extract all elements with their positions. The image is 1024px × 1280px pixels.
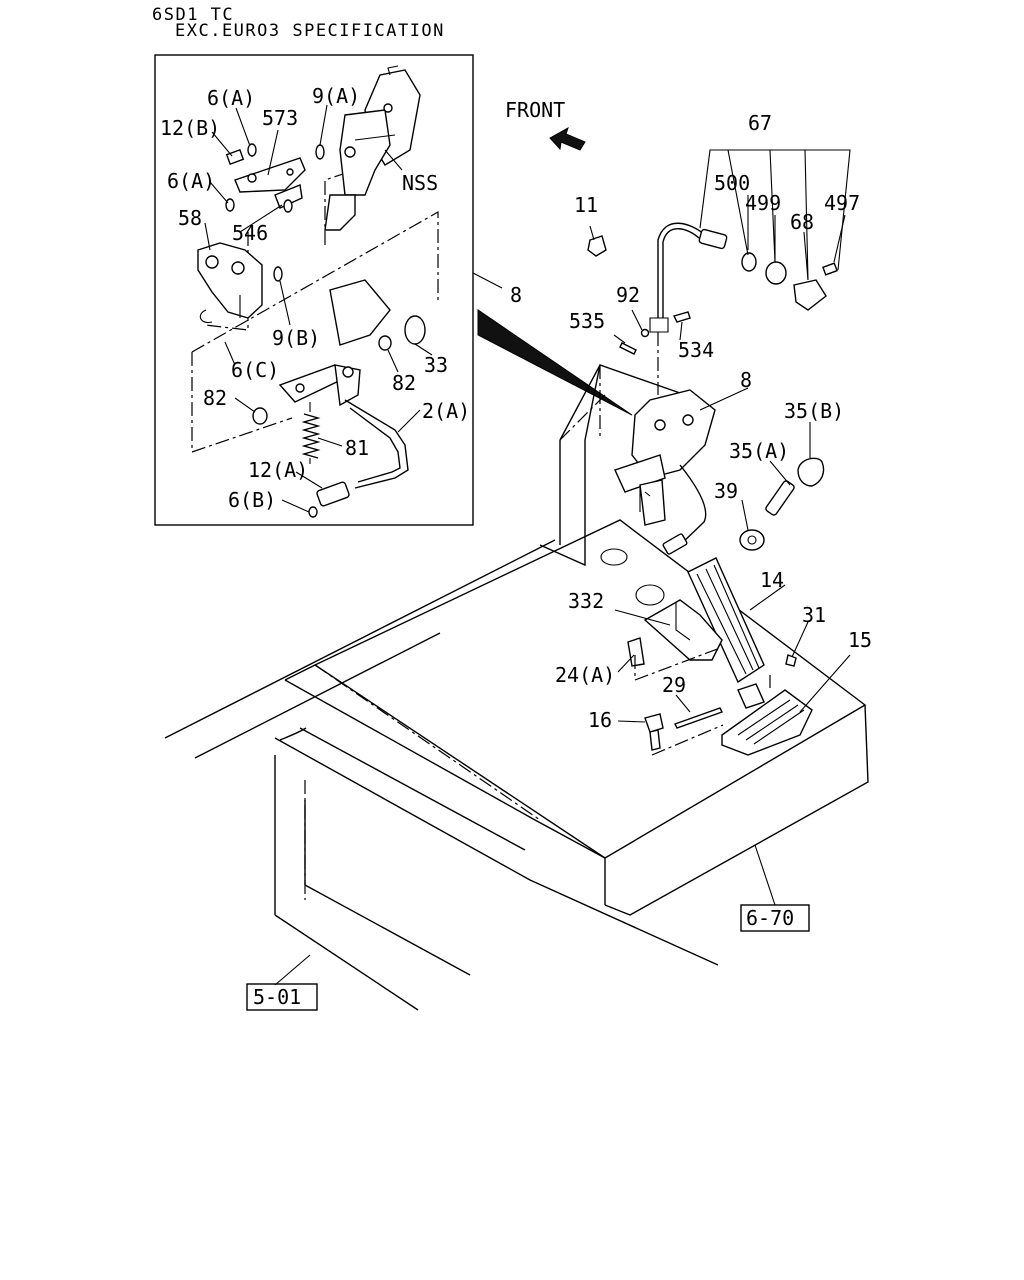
inset-frame [154,54,474,526]
grommet-11 [587,235,607,257]
label-29: 29 [662,673,686,697]
label-6b: 6(B) [228,488,276,512]
pedal-arm-2a [278,279,409,489]
leader-8-inset [472,272,503,289]
front-label: FRONT [505,98,565,122]
label-31: 31 [802,603,826,627]
label-535: 535 [569,309,605,333]
label-6a-top: 6(A) [207,86,255,110]
clip-31 [785,654,797,667]
pedal-base-15 [721,683,813,756]
front-arrow-icon [549,126,586,151]
clip-573 [234,157,306,209]
cab-floor-body [164,364,869,1011]
ref-5-01-label: 5-01 [253,985,301,1009]
label-9b: 9(B) [272,326,320,350]
cap-35b [797,457,825,487]
clip-6a-lower [225,198,235,212]
ref-6-70-label: 6-70 [746,906,794,930]
inset-detail: 6(A) 9(A) 12(B) 573 6(A) NSS 58 546 9(B)… [154,54,474,526]
label-12b: 12(B) [160,116,220,140]
header-model: 6SD1 TC [152,5,235,25]
reference-6-70[interactable]: 6-70 [740,904,810,932]
label-82-left: 82 [203,386,227,410]
label-68: 68 [790,210,814,234]
pedal-bracket-8 [614,389,716,555]
label-35a: 35(A) [729,439,789,463]
callout-wedge [477,309,633,416]
label-546: 546 [232,221,268,245]
reference-5-01[interactable]: 5-01 [246,983,318,1011]
pin-12a [316,481,350,507]
nut-39 [739,529,765,551]
nut-499 [765,261,787,285]
label-nss: NSS [402,171,438,195]
bolt-534 [672,311,691,323]
label-500: 500 [714,171,750,195]
header-specification: EXC.EURO3 SPECIFICATION [175,21,445,41]
label-6c: 6(C) [231,358,279,382]
label-33: 33 [424,353,448,377]
label-573: 573 [262,106,298,130]
label-16: 16 [588,708,612,732]
nss-bracket [324,65,421,231]
pin-535 [619,342,637,355]
label-6a-lower: 6(A) [167,169,215,193]
bracket-58 [197,242,263,319]
label-11: 11 [574,193,598,217]
label-81: 81 [345,436,369,460]
label-15: 15 [848,628,872,652]
clip-497 [822,262,838,276]
spring-81 [301,402,321,464]
bracket-332 [643,599,723,661]
bolt-24a [627,637,645,667]
bushing-82-right [378,335,392,351]
label-35b: 35(B) [784,399,844,423]
washer-9a [315,144,325,160]
washer-500 [741,252,757,272]
label-58: 58 [178,206,202,230]
label-82-right: 82 [392,371,416,395]
clip-6a-top [247,143,257,157]
clip-546 [283,199,293,213]
pin-12b [225,149,245,165]
label-499: 499 [745,191,781,215]
cap-68 [793,279,827,311]
ring-33 [404,315,426,345]
bolt-16 [644,713,664,751]
label-8: 8 [740,368,752,392]
washer-92 [640,328,650,338]
floor-hole-upper [600,548,628,566]
label-67: 67 [748,111,772,135]
label-534: 534 [678,338,714,362]
label-24a: 24(A) [555,663,615,687]
label-9a: 9(A) [312,84,360,108]
label-497: 497 [824,191,860,215]
clip-6b [308,506,318,518]
bushing-82-left [252,407,268,425]
accelerator-pedal-14 [687,557,765,684]
clip-6c [199,309,213,324]
front-indicator: FRONT [505,98,586,151]
accelerator-cable-67 [649,222,728,333]
label-92: 92 [616,283,640,307]
washer-9b [273,266,283,282]
label-39: 39 [714,479,738,503]
pin-29 [674,707,723,729]
label-332: 332 [568,589,604,613]
label-2a: 2(A) [422,399,470,423]
label-8-top: 8 [510,283,522,307]
floor-hole-lower [635,584,665,606]
label-12a: 12(A) [248,458,308,482]
label-14: 14 [760,568,784,592]
stopper-bolt-35a [765,480,795,516]
